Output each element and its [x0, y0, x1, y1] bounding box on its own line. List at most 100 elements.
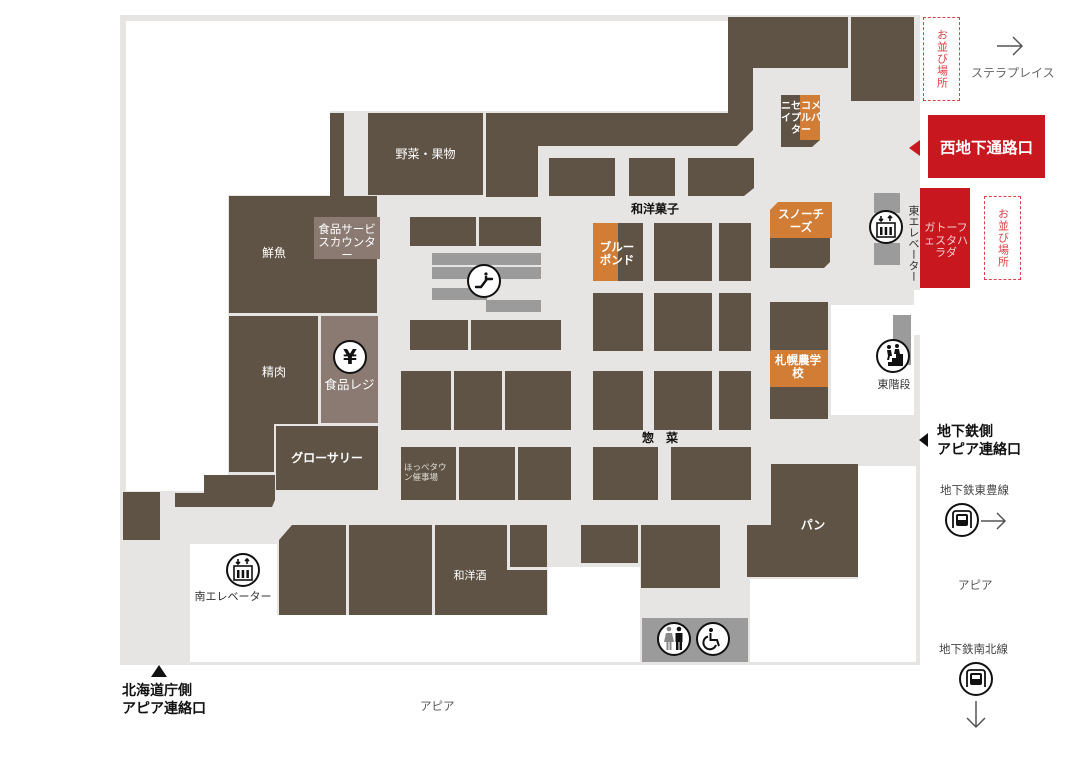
empty-area-top-left-3	[330, 21, 365, 111]
shop-snow-cheese-accent	[770, 202, 832, 238]
train-glyph	[966, 669, 986, 687]
escalator-bar-4	[486, 300, 541, 312]
empty-area-top-left-2	[126, 111, 330, 195]
escalator-icon[interactable]	[467, 264, 501, 298]
label-sweets: 和洋菓子	[630, 202, 679, 216]
accessible-restroom-icon[interactable]	[696, 622, 730, 656]
exit-hokkaido-office-side[interactable]: 北海道庁側 アピア連絡口	[122, 683, 206, 717]
empty-area-right	[858, 466, 916, 579]
shop-hoppe-town[interactable]	[401, 447, 456, 500]
shop-deli-1[interactable]	[593, 371, 643, 430]
empty-area-bottom	[548, 567, 640, 662]
shop-sweets-5[interactable]	[654, 293, 712, 351]
shop-center-6[interactable]	[518, 447, 571, 500]
label-snow-cheese: スノーチーズ	[778, 207, 824, 235]
elevator-glyph	[876, 215, 896, 238]
label-vegetables-fruit: 野菜・果物	[395, 147, 456, 161]
exit-west-underground[interactable]: 西地下通路口	[928, 115, 1045, 178]
restroom-glyph	[664, 626, 683, 650]
shop-sweets-2[interactable]	[654, 223, 712, 281]
empty-area-bottom-left-2	[277, 615, 549, 662]
shop-deli-4[interactable]	[593, 447, 658, 500]
label-hoppe-town: ほっぺタウン催事場	[404, 463, 447, 483]
exit-subway-side[interactable]: 地下鉄側 アピア連絡口	[937, 424, 1021, 458]
label-food-register: 食品レジ	[324, 377, 375, 392]
shop-blue-pond-accent	[593, 223, 618, 281]
escalator-glyph	[474, 272, 494, 289]
shop-liquor[interactable]	[435, 525, 547, 615]
empty-area-top-left	[126, 21, 728, 111]
shop-sweets-3[interactable]	[719, 223, 751, 281]
label-blue-pond: ブルーポンド	[599, 240, 635, 268]
hokkaido-exit-arrow-icon	[151, 665, 167, 677]
east-stairs-icon[interactable]	[876, 339, 910, 373]
liquor-notch-2	[507, 567, 548, 570]
shop-vegetables-fruit[interactable]	[368, 113, 483, 195]
east-elevator-icon[interactable]	[869, 210, 903, 244]
shop-top-row-2[interactable]	[629, 158, 675, 196]
liquor-notch	[507, 524, 510, 569]
wheelchair-glyph	[702, 628, 720, 651]
shop-bottom-6[interactable]	[641, 525, 720, 588]
yen-icon: ¥	[333, 340, 367, 374]
shop-deli-3[interactable]	[719, 371, 751, 430]
arrow-down-icon	[966, 701, 986, 729]
subway-toho-icon[interactable]	[945, 503, 979, 537]
label-gateau-festa-harada: ガトーフェスタハラダ	[924, 221, 968, 260]
shop-bottom-2[interactable]	[349, 525, 432, 615]
shop-deli-5[interactable]	[671, 447, 751, 500]
shop-center-5[interactable]	[459, 447, 515, 500]
empty-area-left	[126, 195, 228, 491]
south-elevator-icon[interactable]	[226, 553, 260, 587]
empty-area-bottom-right	[750, 579, 916, 662]
restroom-icon[interactable]	[657, 622, 691, 656]
empty-area-right-top	[914, 290, 974, 335]
label-fresh-fish: 鮮魚	[261, 246, 286, 260]
subway-exit-arrow-icon	[919, 433, 928, 447]
label-meat: 精肉	[261, 365, 286, 379]
label-deli: 惣 菜	[641, 431, 678, 445]
stairs-glyph	[883, 344, 903, 366]
label-east-stairs: 東階段	[877, 378, 911, 391]
escalator-bar-1	[432, 253, 541, 265]
arrow-right-icon	[981, 512, 1007, 530]
shop-gateau-festa-harada[interactable]	[920, 188, 970, 288]
shop-niseko-accent	[800, 95, 820, 140]
food-service-counter[interactable]	[314, 217, 380, 259]
queue-area-right: お並び場所	[984, 196, 1021, 280]
subway-namboku-icon[interactable]	[959, 662, 993, 696]
shop-sweets-4[interactable]	[593, 293, 643, 351]
elevator-glyph	[233, 558, 253, 581]
shop-escalator-bottom-right[interactable]	[471, 320, 561, 350]
shop-sweets-6[interactable]	[719, 293, 751, 351]
shop-top-row-1[interactable]	[549, 158, 615, 196]
arrow-right-icon	[997, 36, 1024, 56]
label-east-elevator: 東エレベーター	[907, 205, 920, 282]
shop-center-2[interactable]	[454, 371, 502, 430]
west-exit-arrow-icon	[909, 140, 920, 156]
shop-deli-2[interactable]	[654, 371, 712, 430]
label-apia-bottom: アピア	[420, 699, 455, 713]
east-elevator-shaft-bottom	[874, 243, 900, 265]
shop-escalator-bottom-left[interactable]	[410, 320, 468, 350]
label-namboku-line: 地下鉄南北線	[939, 642, 1008, 656]
label-south-elevator: 南エレベーター	[194, 590, 272, 603]
label-grocery: グローサリー	[291, 451, 363, 465]
shop-grocery[interactable]	[276, 426, 378, 490]
label-toho-line: 地下鉄東豊線	[940, 483, 1009, 497]
queue-area-top: お並び場所	[923, 17, 960, 101]
shop-center-1[interactable]	[401, 371, 451, 430]
shop-sapporo-nogakko-accent	[770, 350, 828, 387]
shop-escalator-top-left[interactable]	[410, 217, 476, 246]
shop-center-3[interactable]	[505, 371, 571, 430]
label-stellar-place[interactable]: ステラプレイス	[971, 66, 1055, 80]
label-bread: パン	[800, 518, 826, 532]
label-food-service-counter: 食品サービスカウンター	[318, 222, 376, 263]
shop-bottom-5[interactable]	[581, 525, 638, 563]
label-niseko: ニセコメイプルバター	[781, 101, 821, 136]
label-apia-right: アピア	[958, 578, 993, 592]
train-glyph	[952, 510, 972, 528]
shop-escalator-top-right[interactable]	[479, 217, 541, 246]
